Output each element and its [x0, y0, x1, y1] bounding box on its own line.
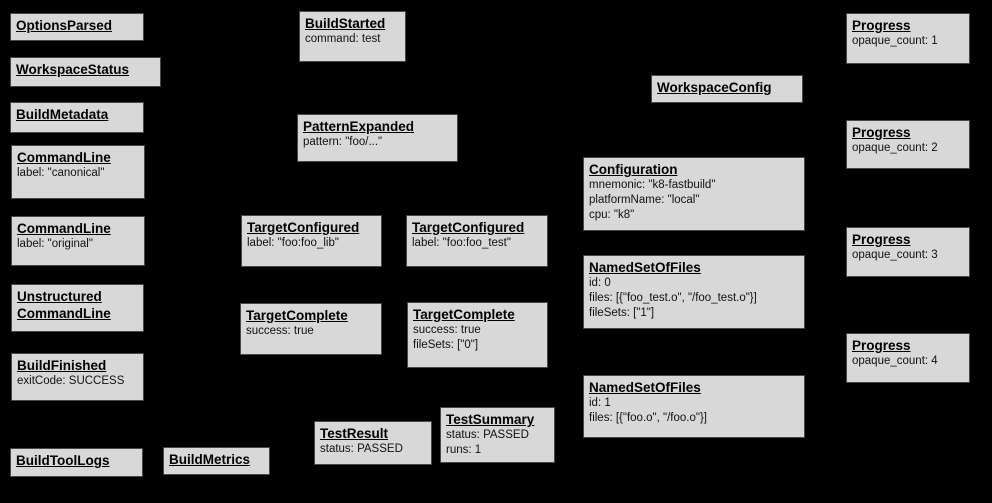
- node-build-tool-logs: BuildToolLogs: [10, 448, 143, 477]
- node-target-configured-lib: TargetConfigured label: "foo:foo_lib": [241, 215, 382, 267]
- node-title: PatternExpanded: [303, 119, 415, 134]
- node-attribute: label: "foo:foo_test": [412, 237, 511, 249]
- node-attribute: label: "foo:foo_lib": [247, 237, 339, 249]
- node-command-line-original: CommandLine label: "original": [11, 216, 145, 266]
- node-title: TargetConfigured: [412, 220, 525, 235]
- node-title: TargetComplete: [246, 308, 348, 323]
- node-attribute: opaque_count: 1: [852, 35, 938, 47]
- node-title: BuildMetadata: [16, 107, 109, 122]
- node-title: TestResult: [320, 426, 389, 441]
- node-test-summary: TestSummary status: PASSED runs: 1: [440, 407, 555, 463]
- node-target-complete-test: TargetComplete success: true fileSets: […: [407, 302, 548, 368]
- node-build-metadata: BuildMetadata: [10, 102, 144, 133]
- node-title: NamedSetOfFiles: [589, 260, 701, 275]
- node-build-finished: BuildFinished exitCode: SUCCESS: [11, 353, 144, 401]
- node-attribute: success: true: [413, 324, 481, 336]
- node-title: CommandLine: [17, 150, 111, 165]
- node-unstructured-command-line: Unstructured CommandLine: [11, 284, 144, 332]
- node-attribute: runs: 1: [446, 444, 482, 456]
- node-workspace-config: WorkspaceConfig: [651, 75, 803, 103]
- node-attribute: status: PASSED: [446, 429, 529, 441]
- node-title: TestSummary: [446, 412, 535, 427]
- node-target-configured-test: TargetConfigured label: "foo:foo_test": [406, 215, 548, 267]
- node-title: OptionsParsed: [16, 18, 113, 33]
- node-title: TargetComplete: [413, 307, 515, 322]
- node-title: Configuration: [589, 162, 678, 177]
- node-attribute: status: PASSED: [320, 443, 403, 455]
- node-attribute: command: test: [305, 33, 381, 45]
- node-attribute: pattern: "foo/...": [303, 136, 383, 148]
- node-workspace-status: WorkspaceStatus: [10, 57, 161, 87]
- node-title: Unstructured CommandLine: [17, 289, 111, 321]
- node-title: Progress: [852, 125, 911, 140]
- node-attribute: success: true: [246, 325, 314, 337]
- node-attribute: opaque_count: 2: [852, 142, 938, 154]
- node-attribute: files: [{"foo.o", "/foo.o"}]: [589, 412, 707, 424]
- node-title: BuildToolLogs: [16, 453, 110, 468]
- node-title: NamedSetOfFiles: [589, 380, 701, 395]
- node-title: CommandLine: [17, 221, 111, 236]
- node-title: Progress: [852, 232, 911, 247]
- node-title: WorkspaceStatus: [16, 62, 130, 77]
- node-named-set-of-files-0: NamedSetOfFiles id: 0 files: [{"foo_test…: [583, 255, 805, 329]
- node-build-started: BuildStarted command: test: [299, 11, 406, 62]
- node-attribute: fileSets: ["0"]: [413, 339, 479, 351]
- node-configuration: Configuration mnemonic: "k8-fastbuild" p…: [583, 157, 805, 231]
- node-title: Progress: [852, 18, 911, 33]
- node-progress-3: Progress opaque_count: 3: [846, 227, 970, 277]
- node-progress-4: Progress opaque_count: 4: [846, 333, 970, 383]
- node-title: WorkspaceConfig: [657, 80, 772, 95]
- node-attribute: label: "canonical": [17, 167, 105, 179]
- node-attribute: mnemonic: "k8-fastbuild": [589, 179, 716, 191]
- node-progress-1: Progress opaque_count: 1: [846, 13, 970, 64]
- node-title: TargetConfigured: [247, 220, 360, 235]
- node-named-set-of-files-1: NamedSetOfFiles id: 1 files: [{"foo.o", …: [583, 375, 805, 438]
- node-progress-2: Progress opaque_count: 2: [846, 120, 970, 169]
- node-attribute: label: "original": [17, 238, 93, 250]
- node-attribute: platformName: "local": [589, 194, 700, 206]
- node-attribute: opaque_count: 3: [852, 249, 938, 261]
- node-attribute: exitCode: SUCCESS: [17, 375, 125, 387]
- node-test-result: TestResult status: PASSED: [314, 421, 432, 465]
- node-target-complete-lib: TargetComplete success: true: [240, 303, 382, 355]
- node-title: BuildFinished: [17, 358, 107, 373]
- node-pattern-expanded: PatternExpanded pattern: "foo/...": [297, 114, 458, 162]
- node-options-parsed: OptionsParsed: [10, 13, 144, 41]
- node-attribute: id: 1: [589, 397, 611, 409]
- node-title: Progress: [852, 338, 911, 353]
- node-attribute: id: 0: [589, 277, 611, 289]
- node-attribute: opaque_count: 4: [852, 355, 938, 367]
- node-attribute: fileSets: ["1"]: [589, 307, 655, 319]
- node-command-line-canonical: CommandLine label: "canonical": [11, 145, 145, 199]
- node-title: BuildStarted: [305, 16, 386, 31]
- node-attribute: files: [{"foo_test.o", "/foo_test.o"}]: [589, 292, 757, 304]
- node-build-metrics: BuildMetrics: [163, 447, 270, 475]
- node-attribute: cpu: "k8": [589, 209, 635, 221]
- node-title: BuildMetrics: [169, 452, 251, 467]
